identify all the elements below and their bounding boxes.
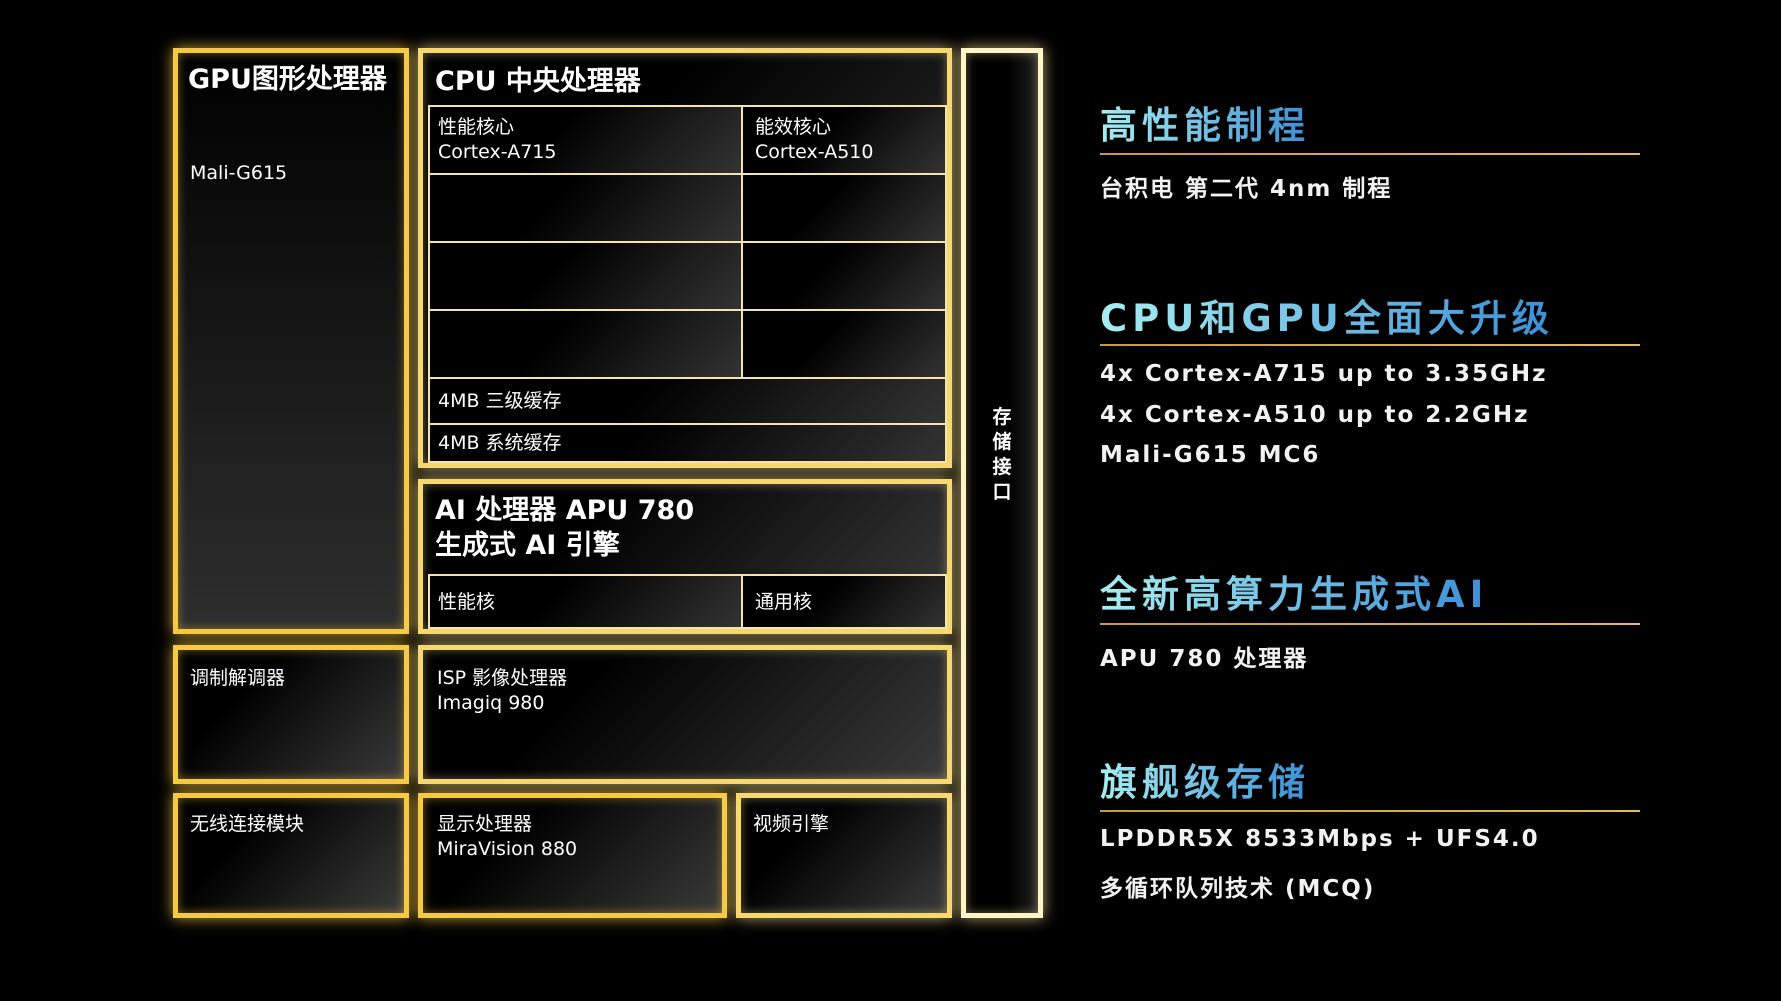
modem-block: 调制解调器	[173, 645, 409, 784]
eff-core-model: Cortex-A510	[755, 141, 874, 163]
feature-text: APU 780 处理器	[1100, 646, 1309, 672]
divider	[1100, 810, 1640, 812]
eff-core-cell: 能效核心 Cortex-A510	[741, 105, 947, 175]
feature-text: 台积电 第二代 4nm 制程	[1100, 176, 1393, 202]
storage-label: 存 储 接 口	[966, 405, 1038, 505]
divider	[1100, 344, 1640, 346]
eff-core-slot	[741, 309, 947, 379]
feature-heading: 高性能制程	[1100, 95, 1310, 149]
perf-core-slot	[428, 309, 743, 379]
wireless-label: 无线连接模块	[190, 813, 305, 835]
isp-model: Imagiq 980	[437, 692, 545, 714]
video-engine-block: 视频引擎	[736, 793, 952, 918]
feature-text: 4x Cortex-A510 up to 2.2GHz	[1100, 402, 1530, 428]
perf-core-slot	[428, 241, 743, 311]
feature-heading: CPU和GPU全面大升级	[1100, 288, 1554, 342]
storage-char: 口	[992, 481, 1012, 503]
gpu-block: GPU图形处理器 Mali-G615	[173, 48, 409, 634]
system-cache-label: 4MB 系统缓存	[438, 432, 562, 454]
perf-core-cell: 性能核心 Cortex-A715	[428, 105, 743, 175]
perf-core-model: Cortex-A715	[438, 141, 557, 163]
ai-title: AI 处理器 APU 780	[435, 495, 695, 526]
eff-core-slot	[741, 173, 947, 243]
display-model: MiraVision 880	[437, 838, 578, 860]
storage-char: 存	[992, 406, 1012, 428]
feature-text: Mali-G615 MC6	[1100, 442, 1321, 468]
ai-general-core: 通用核	[741, 574, 947, 629]
gpu-model: Mali-G615	[190, 162, 288, 184]
cpu-title: CPU 中央处理器	[435, 66, 641, 97]
eff-core-slot	[741, 241, 947, 311]
feature-heading: 旗舰级存储	[1100, 752, 1310, 806]
l3-cache-label: 4MB 三级缓存	[438, 390, 562, 412]
system-cache: 4MB 系统缓存	[428, 423, 947, 463]
perf-core-slot	[428, 173, 743, 243]
cpu-block: CPU 中央处理器 性能核心 Cortex-A715 能效核心 Cortex-A…	[418, 48, 952, 468]
modem-label: 调制解调器	[190, 667, 286, 689]
feature-text: 4x Cortex-A715 up to 3.35GHz	[1100, 361, 1548, 387]
divider	[1100, 623, 1640, 625]
isp-title: ISP 影像处理器	[437, 667, 568, 689]
ai-perf-label: 性能核	[438, 591, 496, 613]
ai-general-label: 通用核	[755, 591, 813, 613]
display-block: 显示处理器 MiraVision 880	[418, 793, 727, 918]
ai-apu-block: AI 处理器 APU 780 生成式 AI 引擎 性能核 通用核	[418, 479, 952, 634]
storage-char: 接	[992, 456, 1012, 478]
wireless-block: 无线连接模块	[173, 793, 409, 918]
eff-core-label: 能效核心	[755, 116, 832, 138]
feature-text: 多循环队列技术 (MCQ)	[1100, 876, 1376, 902]
display-title: 显示处理器	[437, 813, 533, 835]
video-label: 视频引擎	[753, 813, 830, 835]
feature-text: LPDDR5X 8533Mbps + UFS4.0	[1100, 826, 1540, 852]
isp-block: ISP 影像处理器 Imagiq 980	[418, 645, 952, 784]
l3-cache: 4MB 三级缓存	[428, 377, 947, 425]
feature-heading: 全新高算力生成式AI	[1100, 564, 1488, 618]
storage-interface-block: 存 储 接 口	[961, 48, 1043, 918]
ai-perf-core: 性能核	[428, 574, 743, 629]
divider	[1100, 153, 1640, 155]
perf-core-label: 性能核心	[438, 116, 515, 138]
storage-char: 储	[992, 431, 1012, 453]
ai-subtitle: 生成式 AI 引擎	[435, 530, 620, 561]
gpu-title: GPU图形处理器	[188, 64, 387, 95]
